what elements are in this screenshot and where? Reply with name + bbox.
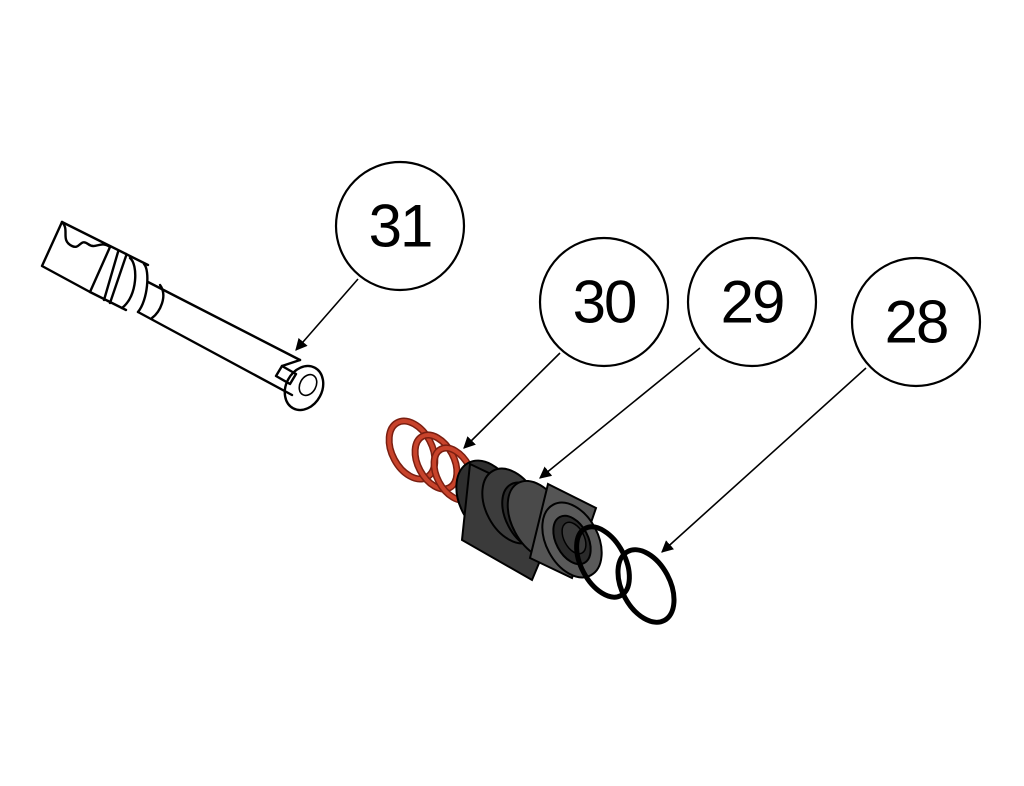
leader-28 xyxy=(661,367,867,553)
callout-29: 29 xyxy=(686,236,818,368)
callout-30: 30 xyxy=(538,236,670,368)
leader-31 xyxy=(295,278,359,351)
callout-label-28: 28 xyxy=(885,289,948,356)
callout-28: 28 xyxy=(850,256,982,388)
callout-31: 31 xyxy=(334,160,466,292)
leader-29 xyxy=(539,347,701,479)
shaft-part xyxy=(40,220,325,412)
black-oring-1 xyxy=(574,524,632,600)
retainer-bushing xyxy=(455,459,603,582)
callout-label-30: 30 xyxy=(573,269,636,336)
black-oring-set xyxy=(574,524,677,625)
callout-label-29: 29 xyxy=(721,269,784,336)
callout-label-31: 31 xyxy=(369,193,432,260)
black-oring-2 xyxy=(615,547,677,625)
leader-30 xyxy=(463,352,561,449)
